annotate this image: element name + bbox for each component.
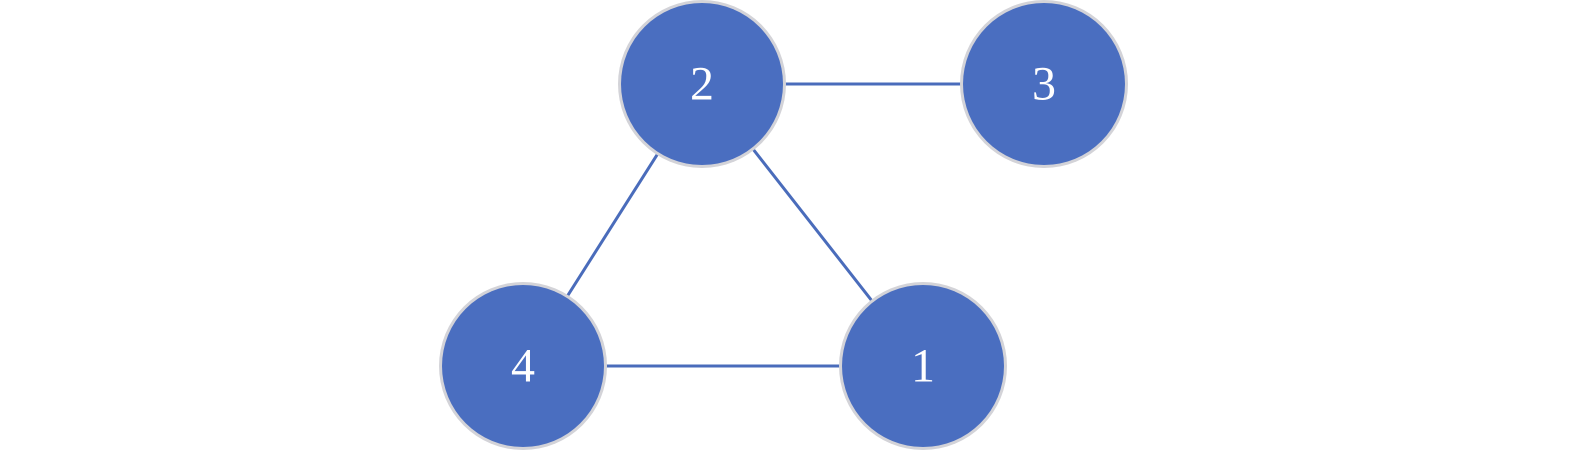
node-3-circle: [963, 3, 1125, 165]
node-1-label: 1: [911, 340, 935, 393]
node-3: 3: [960, 0, 1128, 168]
node-2-circle: [621, 3, 783, 165]
node-2-label: 2: [690, 58, 714, 111]
node-4: 4: [439, 282, 607, 450]
node-1-circle: [842, 285, 1004, 447]
node-4-label: 4: [511, 340, 535, 393]
node-2: 2: [618, 0, 786, 168]
node-1: 1: [839, 282, 1007, 450]
nodes-layer: 1 2 3 4: [439, 0, 1128, 450]
node-4-circle: [442, 285, 604, 447]
node-3-label: 3: [1032, 58, 1056, 111]
